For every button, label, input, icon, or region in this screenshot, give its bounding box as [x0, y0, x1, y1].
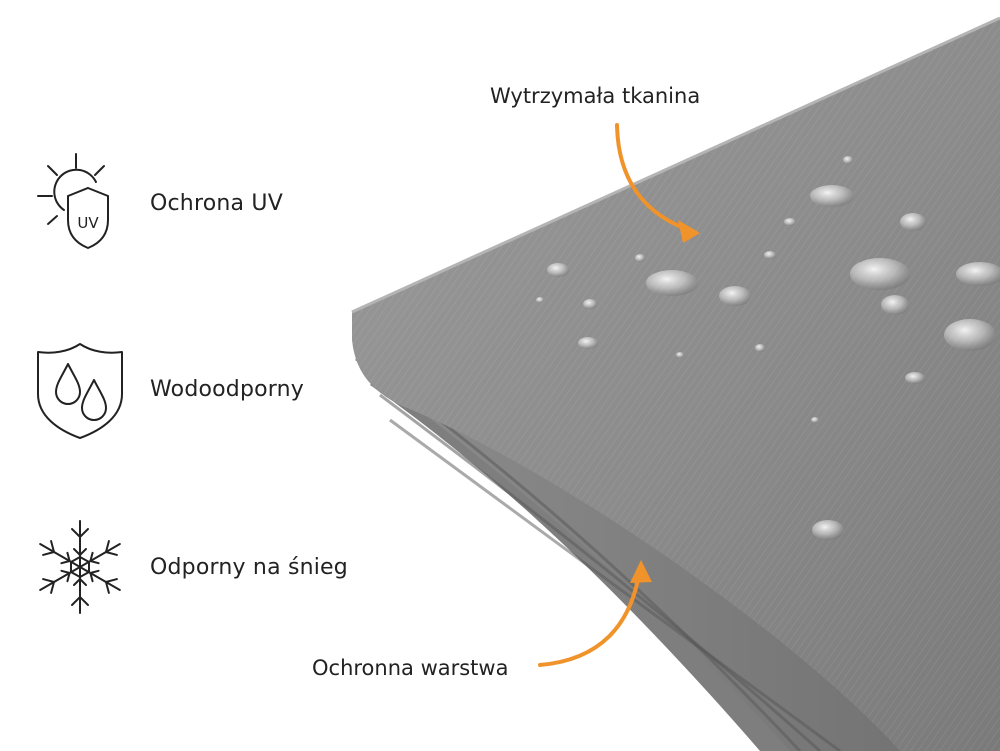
water-droplets [536, 156, 1000, 540]
feature-label-uv: Ochrona UV [150, 190, 283, 216]
uv-badge-text: UV [77, 214, 99, 232]
uv-shield-sun-icon: UV [37, 153, 109, 250]
arrowhead-top [678, 220, 700, 243]
waterproof-shield-icon [37, 343, 123, 439]
feature-waterproof: Wodoodporny [30, 334, 304, 444]
feature-uv-protection: UV Ochrona UV [30, 148, 283, 258]
feature-snow-resistant: Odporny na śnieg [30, 512, 348, 622]
arrow-to-layer [538, 566, 642, 667]
callout-durable-fabric: Wytrzymała tkanina [490, 84, 701, 108]
feature-label-snow: Odporny na śnieg [150, 554, 348, 580]
feature-label-waterproof: Wodoodporny [150, 376, 305, 402]
arrowhead-bottom [630, 560, 652, 583]
callout-protective-layer: Ochronna warstwa [312, 656, 509, 680]
snowflake-icon [39, 520, 121, 614]
arrow-to-fabric [615, 123, 697, 234]
